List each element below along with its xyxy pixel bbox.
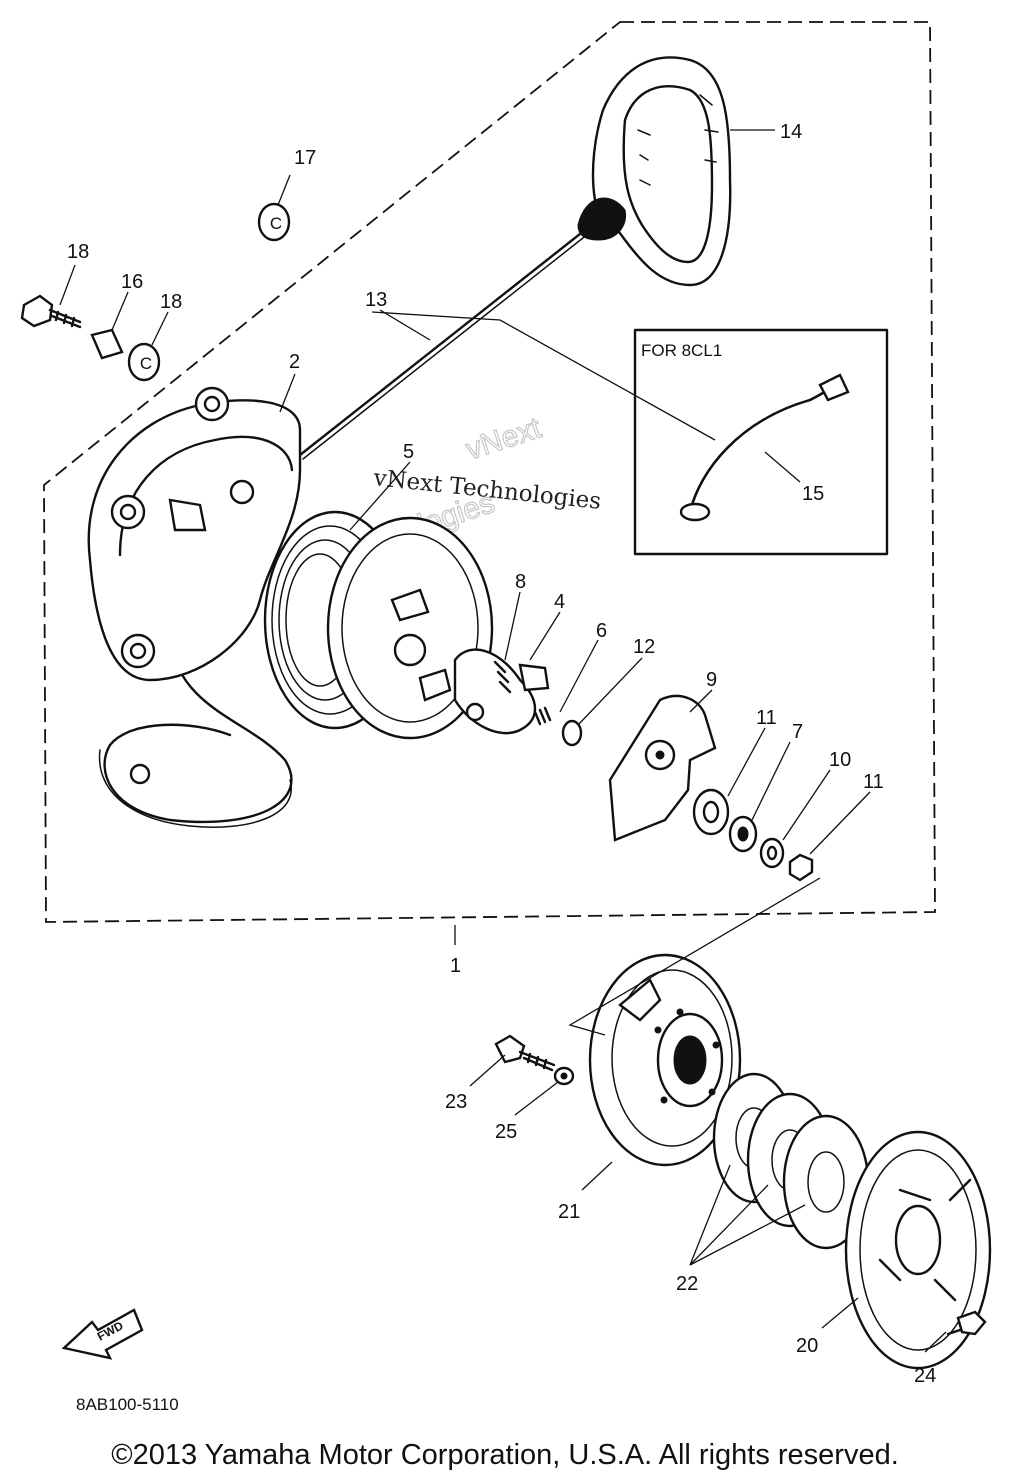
callout-16: 15 [802, 483, 824, 505]
callout-19: 18 [67, 241, 89, 263]
shims [712, 1072, 870, 1250]
copyright: ©2013 Yamaha Motor Corporation, U.S.A. A… [111, 1439, 899, 1471]
callout-6: 6 [596, 620, 607, 642]
leader-lines [59, 129, 947, 1353]
callout-5: 5 [403, 441, 414, 463]
friction-plate [608, 694, 717, 842]
assembly-outline [43, 21, 936, 923]
washer-letter-18b: C [140, 354, 152, 373]
washer-stack [692, 788, 814, 882]
callout-18a: 17 [294, 147, 316, 169]
callout-21: 21 [558, 1201, 580, 1223]
callout-10: 10 [829, 749, 851, 771]
callout-20: 20 [796, 1335, 818, 1357]
watermark-vnext: vNext [462, 411, 546, 466]
callout-4: 4 [554, 591, 565, 613]
part-code: 8AB100-5110 [76, 1395, 179, 1414]
callout-7: 7 [792, 721, 803, 743]
callout-12: 11 [756, 707, 777, 729]
callout-23: 24 [914, 1365, 936, 1387]
grip-handle [577, 56, 732, 287]
callout-18b: 18 [160, 291, 182, 313]
lower-fasteners [494, 1034, 987, 1336]
callout-24: 23 [445, 1091, 467, 1113]
ratchet [453, 648, 550, 735]
callout-22: 22 [676, 1273, 698, 1295]
washer-letter-18a: C [270, 214, 282, 233]
cover-disc [844, 1130, 992, 1370]
callout-14: 14 [780, 121, 802, 143]
callout-1: 1 [450, 955, 461, 977]
callout-15: 12 [633, 636, 655, 658]
callout-2: 2 [289, 351, 300, 373]
spring-and-washer [533, 706, 583, 747]
pulley [263, 510, 494, 740]
callout-8: 8 [515, 571, 526, 593]
fwd-arrow-icon: FWD [61, 1308, 144, 1360]
callout-13: 13 [365, 289, 387, 311]
callout-9: 9 [706, 669, 717, 691]
callouts: 14 17 18 16 18 13 2 15 5 8 4 6 12 9 11 7… [67, 121, 936, 1387]
inset-8cl1: FOR 8CL1 [633, 328, 889, 556]
callout-17: 16 [121, 271, 143, 293]
mount-hardware: C C [20, 202, 291, 382]
starter-case [87, 386, 302, 682]
callout-11: 11 [863, 771, 884, 793]
callout-25: 25 [495, 1121, 517, 1143]
starter-drum [588, 953, 742, 1167]
inset-label: FOR 8CL1 [641, 341, 722, 360]
